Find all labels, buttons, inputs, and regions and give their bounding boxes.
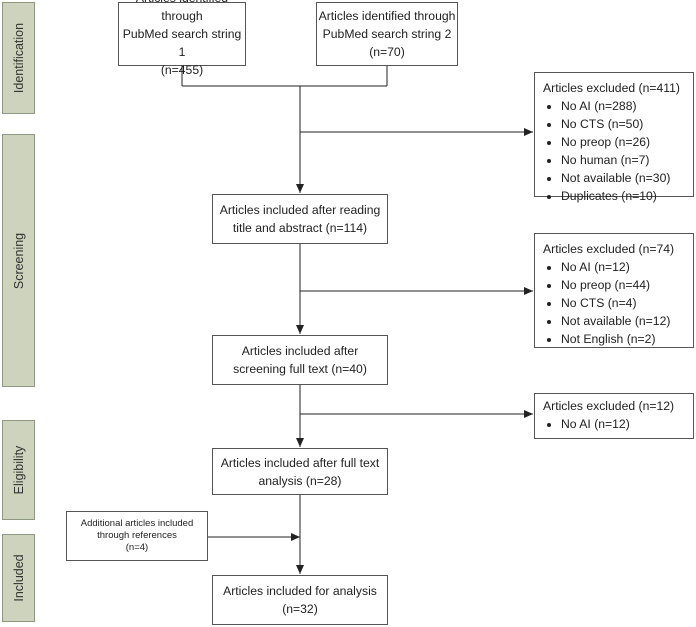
box-line: Articles identified through [136,0,228,23]
exclusion-item: No human (n=7) [561,151,685,169]
exclusion-list: No AI (n=12) No preop (n=44) No CTS (n=4… [543,258,685,348]
exclusion-box-3: Articles excluded (n=12) No AI (n=12) [534,393,694,439]
box-line: title and abstract (n=114) [232,221,368,235]
exclusion-item: Not available (n=30) [561,169,685,187]
box-line: Articles included after reading [219,203,381,217]
search-string-2-box: Articles identified through PubMed searc… [316,2,458,66]
search-string-1-box: Articles identified through PubMed searc… [118,0,246,77]
box-line: Articles identified through [318,9,456,23]
box-line: screening full text (n=40) [233,362,367,376]
exclusion-item: Not English (n=2) [561,330,685,348]
exclusion-item: Duplicates (n=10) [561,187,685,205]
box-line: analysis (n=28) [258,473,342,488]
after-screening-box: Articles included after screening full t… [212,335,388,385]
exclusion-title: Articles excluded (n=12) [543,399,675,413]
box-line: PubMed search string 1 [122,27,242,59]
box-line: (n=32) [282,602,318,616]
exclusion-item: No CTS (n=50) [561,115,685,133]
exclusion-box-2: Articles excluded (n=74) No AI (n=12) No… [534,233,694,348]
additional-articles-box: Additional articles included through ref… [66,511,208,561]
exclusion-title: Articles excluded (n=74) [543,242,675,256]
phase-eligibility: Eligibility [2,420,35,520]
box-line: Articles included after full text [220,455,380,470]
phase-screening: Screening [2,134,35,387]
box-line: Additional articles included [80,518,194,529]
exclusion-item: No AI (n=12) [561,415,685,433]
box-line: (n=455) [160,63,204,77]
exclusion-list: No AI (n=12) [543,415,685,433]
box-line: (n=70) [369,45,405,59]
exclusion-item: No preop (n=44) [561,276,685,294]
exclusion-item: No CTS (n=4) [561,294,685,312]
final-analysis-box: Articles included for analysis (n=32) [212,575,388,625]
exclusion-list: No AI (n=288) No CTS (n=50) No preop (n=… [543,97,685,205]
exclusion-item: No AI (n=12) [561,258,685,276]
exclusion-item: No AI (n=288) [561,97,685,115]
exclusion-item: Not available (n=12) [561,312,685,330]
box-line: through references [97,530,177,541]
phase-identification: Identification [2,2,35,114]
box-line: Articles included for analysis [223,584,377,598]
exclusion-box-1: Articles excluded (n=411) No AI (n=288) … [534,72,694,203]
box-line: PubMed search string 2 [322,27,452,41]
after-title-abstract-box: Articles included after reading title an… [212,194,388,244]
box-line: Articles included after [241,344,359,358]
exclusion-item: No preop (n=26) [561,133,685,151]
after-full-text-box: Articles included after full text analys… [212,448,388,495]
phase-included: Included [2,534,35,622]
exclusion-title: Articles excluded (n=411) [543,81,680,95]
box-line: (n=4) [125,542,149,553]
